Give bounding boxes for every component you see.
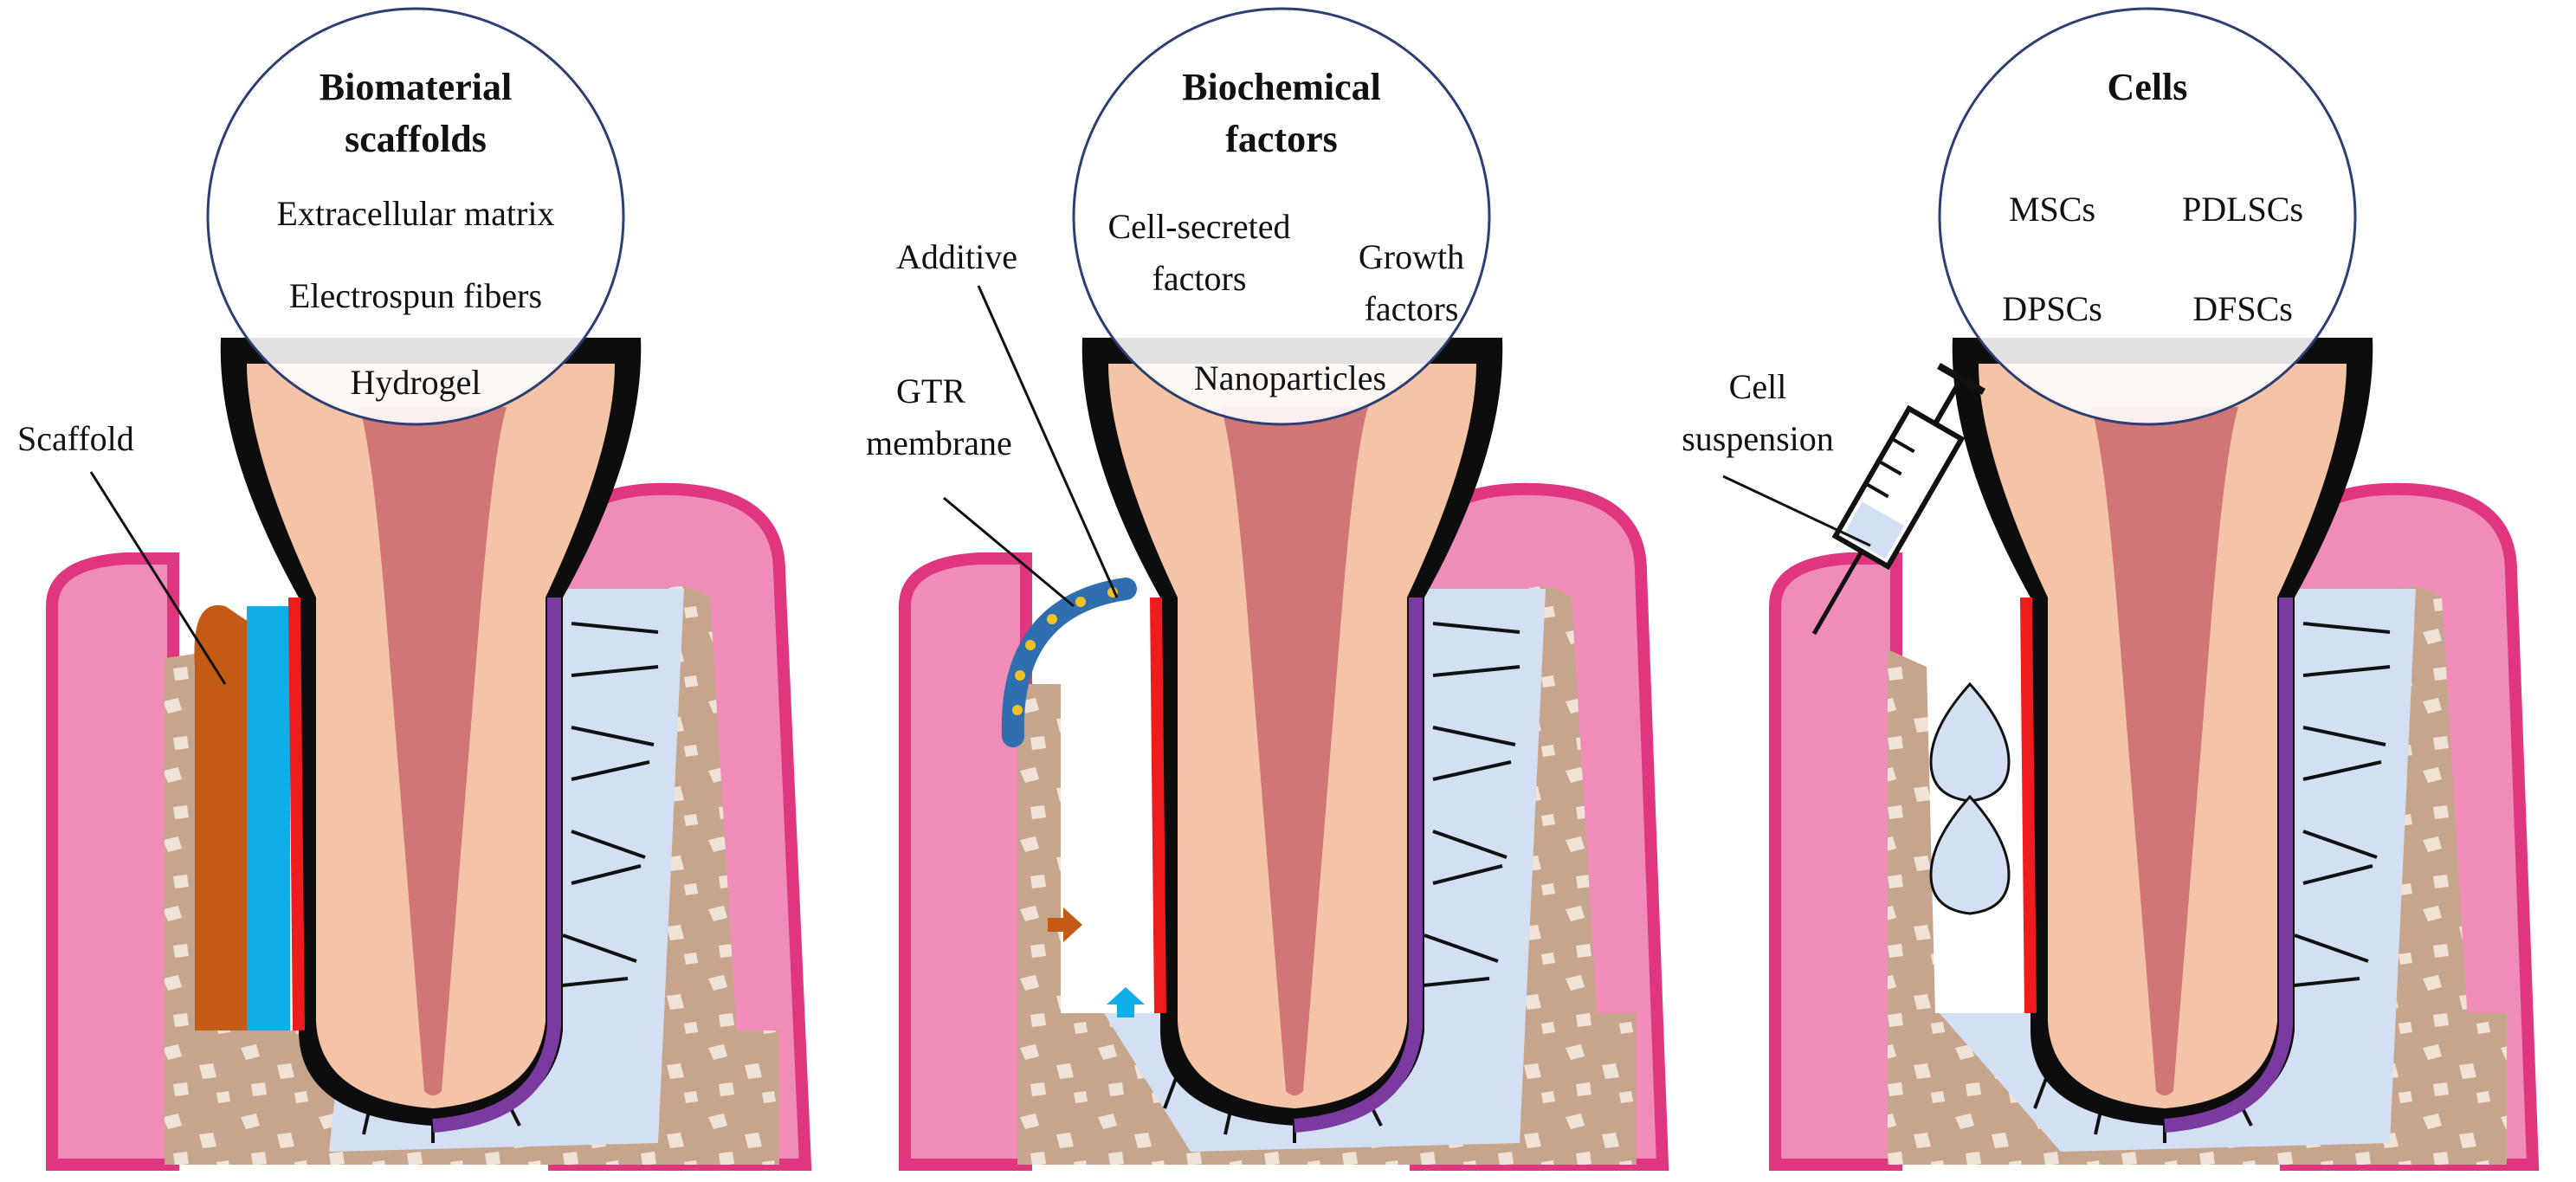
additive-dots — [1012, 587, 1118, 715]
cell-suspension-label-line-2: suspension — [1682, 419, 1834, 458]
scaffold-label: Scaffold — [17, 419, 134, 458]
item-nanoparticles: Nanoparticles — [1194, 358, 1386, 397]
additive-leader-line — [977, 285, 1119, 598]
item-pdlscs: PDLSCs — [2182, 190, 2303, 229]
gtr-label-line-2: membrane — [866, 423, 1012, 462]
arrow-right-brown — [1048, 907, 1082, 942]
panel-3-title: Cells — [2108, 66, 2188, 108]
cell-droplet-2 — [1929, 794, 2011, 915]
root-surface-red — [288, 597, 305, 1031]
panel-1-title-line-1: Biomaterial — [320, 66, 512, 108]
item-hydrogel: Hydrogel — [350, 363, 481, 402]
tooth-pulp-2 — [1221, 407, 1368, 1095]
scaffold-leader-line — [89, 471, 227, 685]
cell-droplet-1 — [1929, 681, 2011, 803]
gtr-membrane — [1001, 578, 1137, 747]
item-dfscs: DFSCs — [2192, 289, 2293, 328]
panel-biomaterial-scaffolds: Scaffold Biomaterial scaffolds Extracell… — [17, 7, 812, 1171]
panel-2-title-line-1: Biochemical — [1182, 66, 1381, 108]
gingiva-left-2 — [899, 552, 1032, 1171]
cell-suspension-leader-line — [1722, 475, 1871, 547]
panel-cells: Cell suspension Cells MSCs PDLSCs DPSCs … — [1682, 7, 2540, 1171]
panel-biochemical-factors: Additive GTR membrane Biochemical factor… — [866, 7, 1669, 1171]
item-cell-secreted-factors: factors — [1152, 259, 1247, 298]
cementum-3 — [2164, 597, 2293, 1133]
cell-suspension-label-line-1: Cell — [1729, 367, 1787, 406]
item-growth: Growth — [1359, 237, 1464, 276]
root-surface-red-2 — [1150, 597, 1166, 1014]
cementum — [432, 597, 561, 1133]
gingiva-left-3 — [1769, 552, 1902, 1171]
tooth-pulp-3 — [2091, 407, 2238, 1095]
item-electrospun-fibers: Electrospun fibers — [289, 276, 542, 315]
item-growth-factors: factors — [1365, 289, 1459, 328]
additive-label: Additive — [896, 237, 1017, 276]
periodontal-ligament — [329, 589, 684, 1152]
scaffold-blue-layer — [247, 606, 290, 1030]
magnifier-circle-2 — [1072, 7, 1491, 426]
item-extracellular-matrix: Extracellular matrix — [277, 194, 555, 233]
cementum-2 — [1294, 597, 1423, 1133]
item-dpscs: DPSCs — [2002, 289, 2102, 328]
magnifier-circle-1 — [206, 7, 625, 426]
gtr-label-line-1: GTR — [896, 371, 965, 410]
item-cell-secreted: Cell-secreted — [1108, 207, 1291, 246]
scaffold-brown-layer — [194, 604, 251, 1030]
magnifier-circle-3 — [1938, 7, 2357, 426]
item-mscs: MSCs — [2009, 190, 2095, 229]
panel-2-title-line-2: factors — [1225, 118, 1338, 160]
tooth-pulp — [359, 407, 507, 1095]
gingiva-left — [46, 552, 179, 1171]
gtr-leader-line — [943, 496, 1075, 608]
periodontal-ligament-3 — [1940, 589, 2416, 1152]
panel-1-title-line-2: scaffolds — [345, 118, 487, 160]
syringe-icon — [1811, 362, 1985, 636]
root-surface-red-3 — [2020, 597, 2037, 1014]
arrow-up-blue — [1107, 987, 1145, 1017]
